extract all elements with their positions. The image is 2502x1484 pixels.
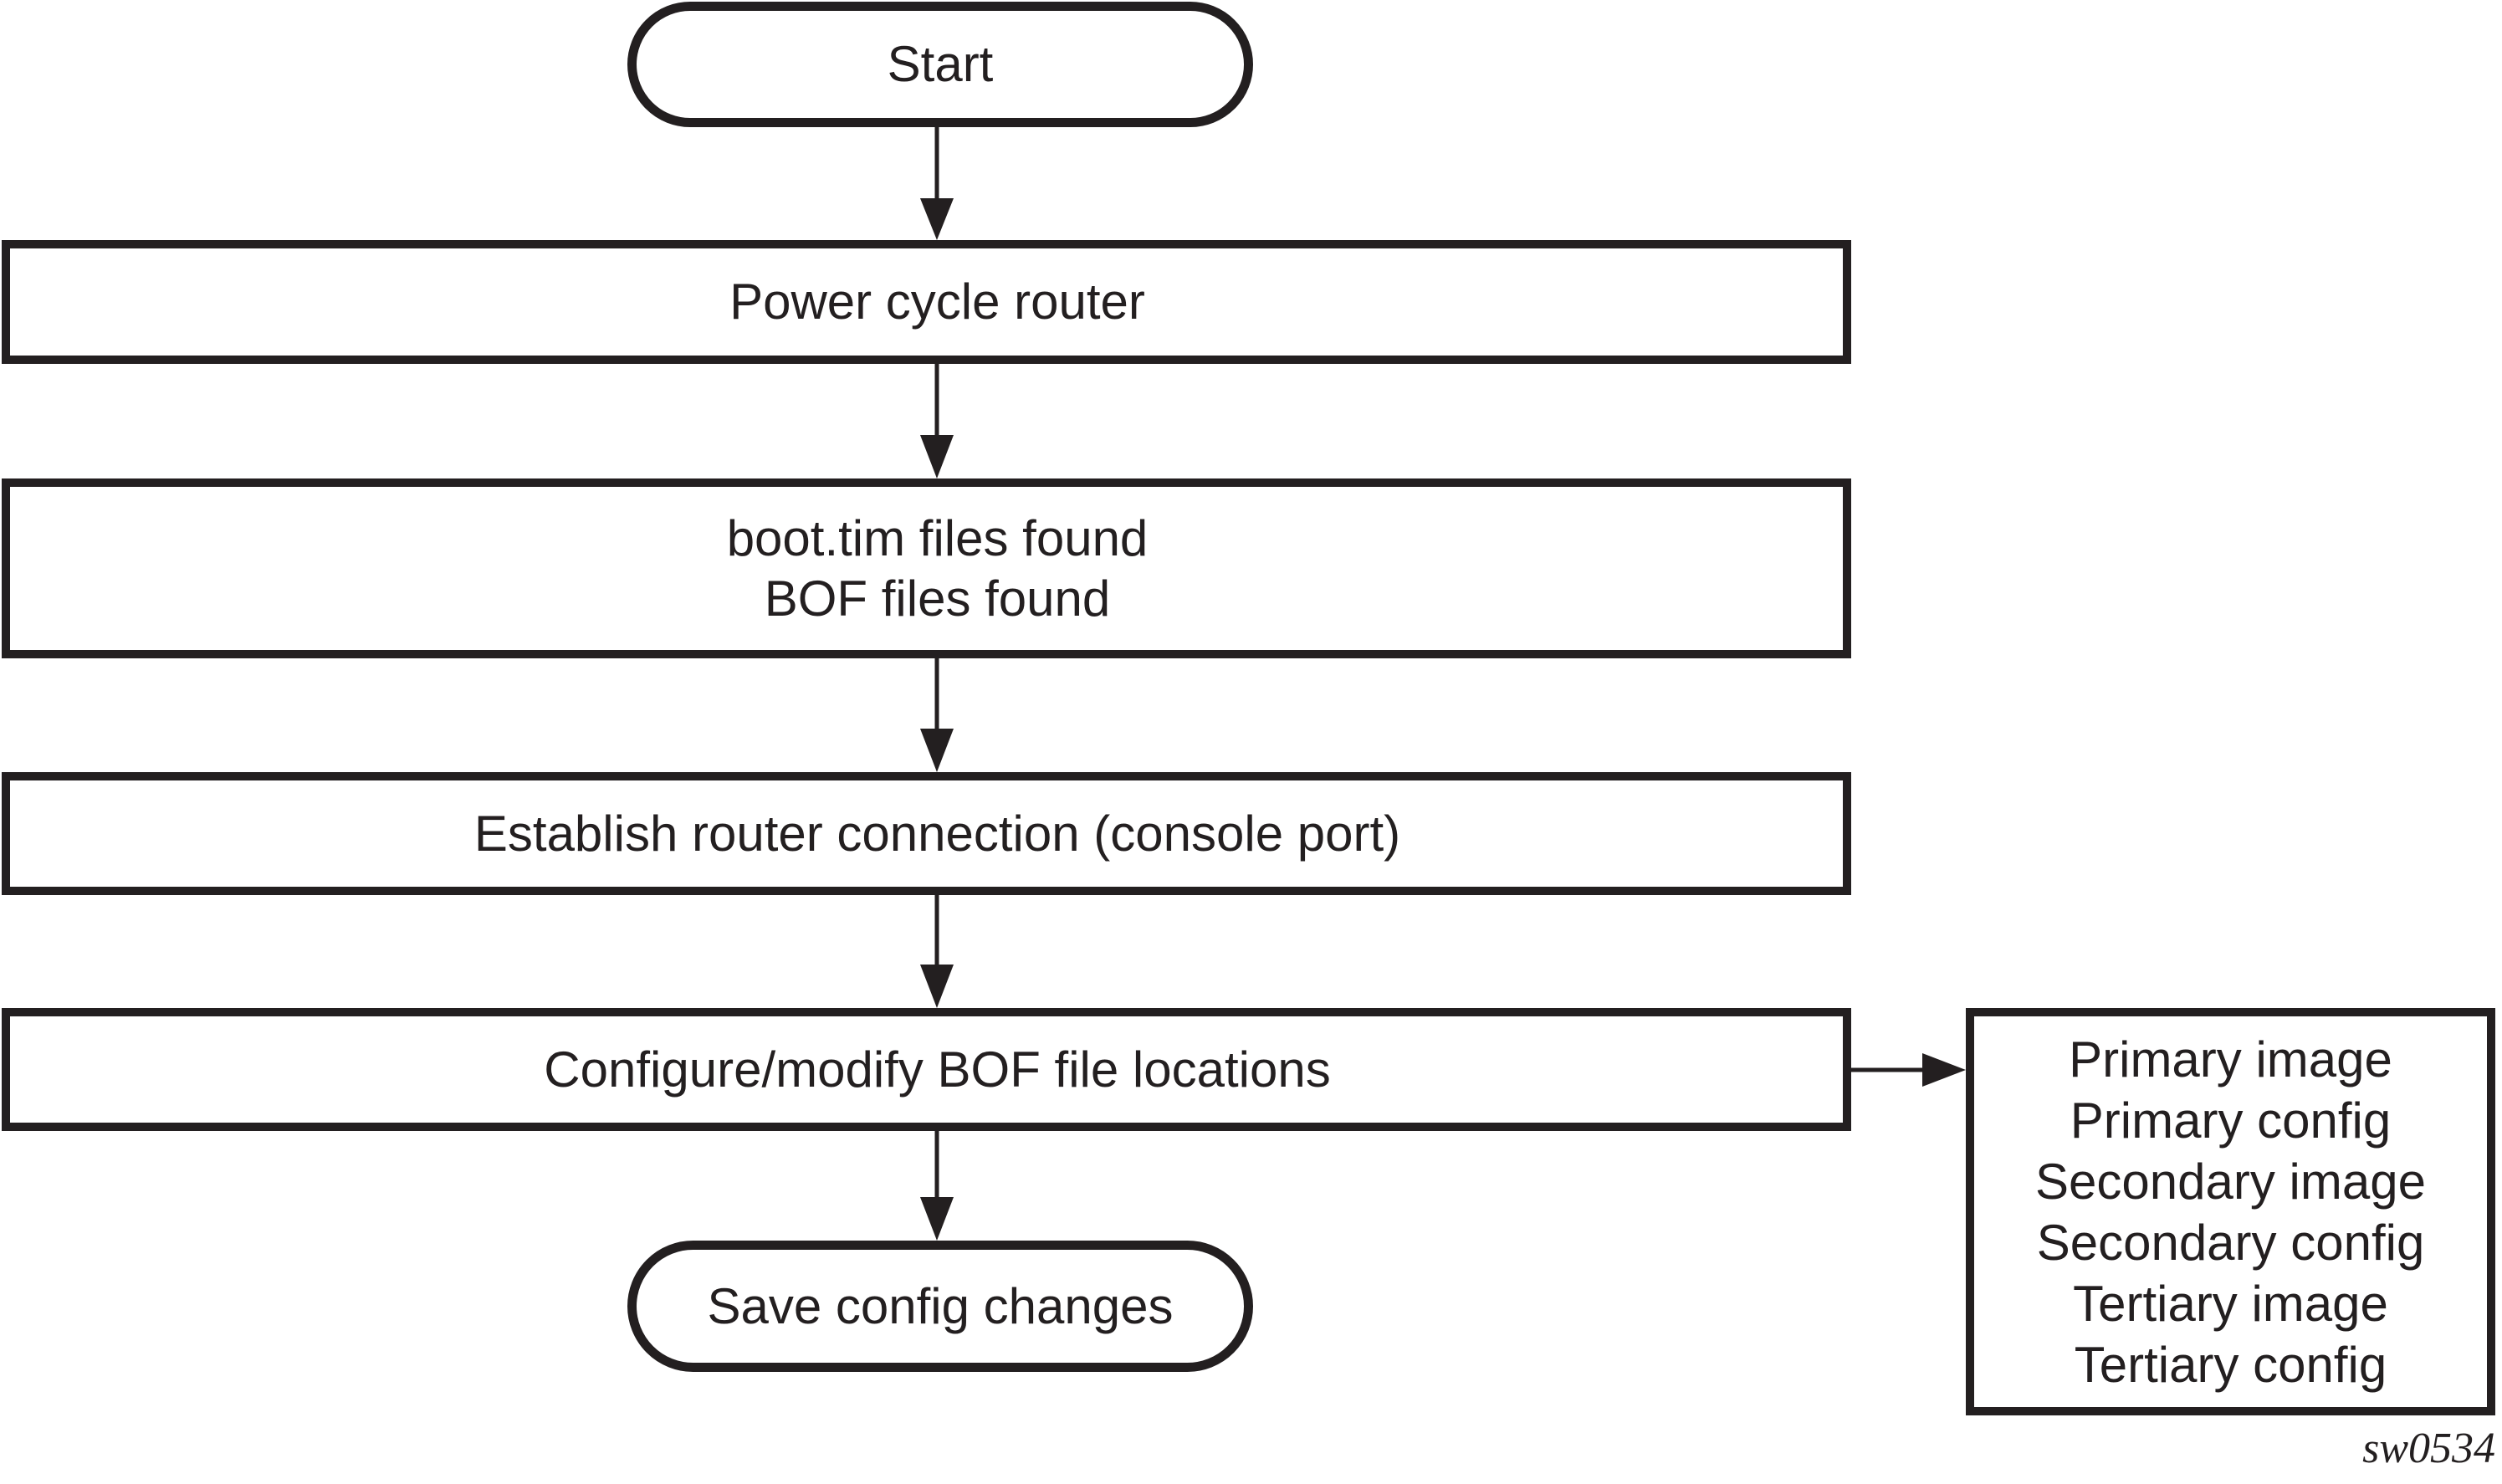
node-save-config-changes-label: Save config changes (707, 1277, 1174, 1334)
arrow-power-cycle-to-files-found (920, 364, 954, 478)
node-files-found-line1: boot.tim files found (726, 509, 1149, 566)
node-power-cycle-router-label: Power cycle router (729, 274, 1145, 330)
node-save-config-changes: Save config changes (627, 1241, 1253, 1372)
bof-location-line: Tertiary image (2073, 1275, 2388, 1332)
node-establish-router-connection: Establish router connection (console por… (2, 772, 1851, 895)
arrow-files-found-to-establish (920, 658, 954, 772)
node-power-cycle-router: Power cycle router (2, 240, 1851, 364)
node-configure-bof-locations-label: Configure/modify BOF file locations (544, 1041, 1331, 1098)
node-files-found-line2: BOF files found (764, 570, 1111, 627)
bof-location-line: Primary image (2069, 1031, 2392, 1087)
arrow-configure-to-bof-locations (1851, 1053, 1966, 1087)
bof-location-line: Primary config (2070, 1092, 2392, 1149)
node-bof-file-locations: Primary image Primary config Secondary i… (1966, 1008, 2495, 1415)
node-configure-bof-locations: Configure/modify BOF file locations (2, 1008, 1851, 1131)
node-start-label: Start (887, 36, 994, 92)
bof-location-line: Secondary config (2036, 1214, 2425, 1271)
node-start: Start (627, 2, 1253, 127)
arrow-establish-to-configure (920, 895, 954, 1008)
bof-location-line: Secondary image (2035, 1153, 2426, 1210)
figure-code: sw0534 (2362, 1425, 2495, 1472)
arrow-configure-to-save (920, 1131, 954, 1241)
node-files-found: boot.tim files found BOF files found (2, 478, 1851, 658)
arrow-start-to-power-cycle (920, 127, 954, 240)
bof-location-line: Tertiary config (2074, 1336, 2387, 1393)
node-establish-router-connection-label: Establish router connection (console por… (473, 805, 1401, 862)
